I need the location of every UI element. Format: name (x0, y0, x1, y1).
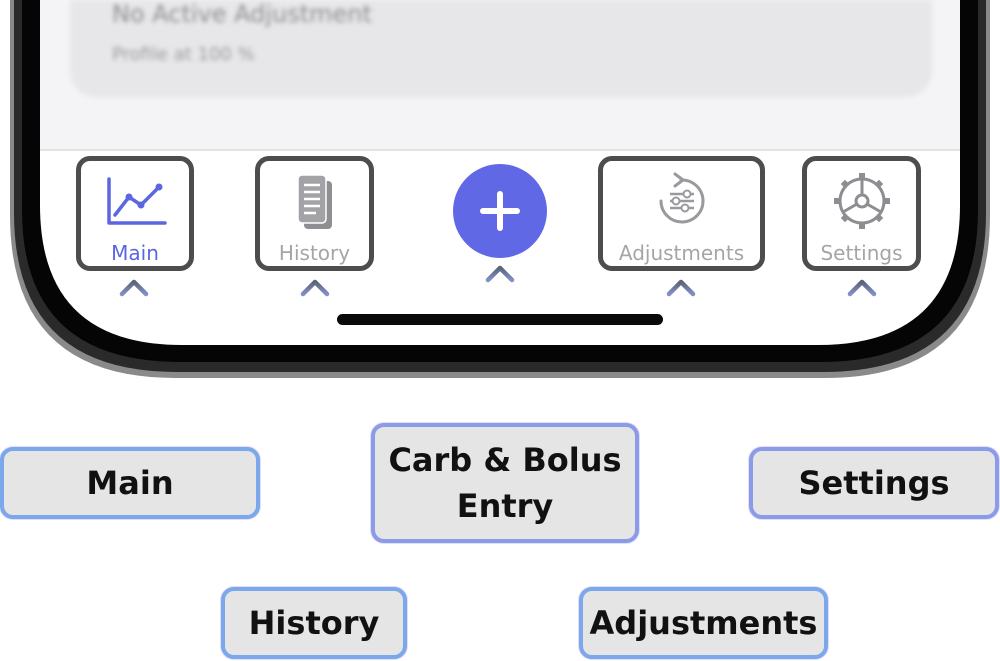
callout-main-text: Main (86, 463, 174, 502)
callout-carb-line2: Entry (456, 487, 554, 525)
carb-bolus-add-button[interactable] (453, 164, 547, 258)
tab-settings-label: Settings (820, 241, 903, 265)
home-indicator[interactable] (337, 314, 663, 325)
callout-adjustments-text: Adjustments (589, 603, 818, 642)
callout-carb-bolus-entry: Carb & Bolus Entry (371, 423, 639, 543)
tab-history[interactable]: History (255, 156, 374, 271)
tab-settings[interactable]: Settings (802, 156, 921, 271)
document-stack-icon (260, 171, 369, 233)
status-card-subtitle: Profile at 100 % (112, 44, 255, 65)
tab-main[interactable]: Main (76, 156, 194, 271)
tab-adjustments[interactable]: Adjustments (598, 156, 765, 271)
callout-carb-line1: Carb & Bolus (388, 440, 622, 479)
callout-settings: Settings (749, 447, 999, 519)
callout-settings-text: Settings (798, 463, 950, 502)
tab-main-label: Main (111, 241, 159, 265)
gear-icon (807, 171, 916, 233)
plus-icon (480, 191, 520, 231)
callout-history: History (221, 587, 407, 659)
status-card (70, 0, 932, 97)
callout-history-text: History (248, 603, 380, 642)
tab-history-label: History (278, 241, 351, 265)
line-chart-icon (81, 171, 189, 233)
callout-adjustments: Adjustments (579, 587, 828, 659)
sliders-cycle-icon (603, 171, 760, 233)
tab-adjustments-label: Adjustments (618, 241, 745, 265)
callout-main: Main (0, 447, 260, 519)
status-card-title: No Active Adjustment (112, 0, 372, 28)
